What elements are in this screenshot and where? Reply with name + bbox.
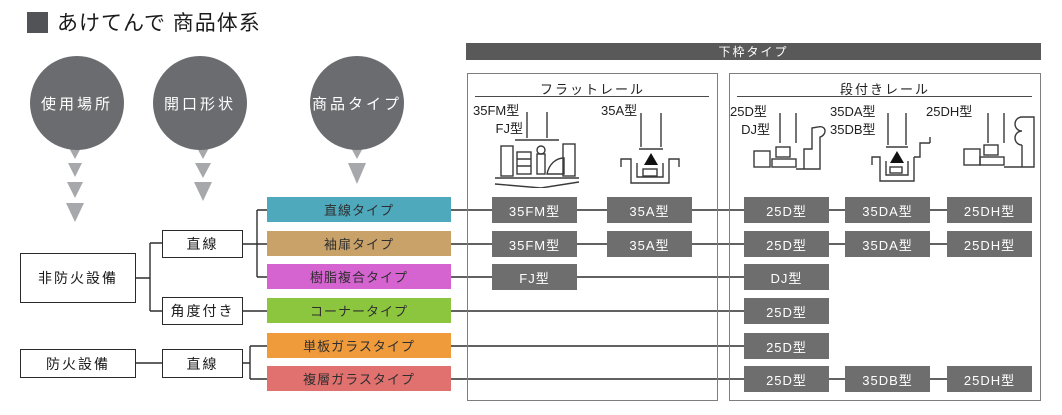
flat-rail-title-rule bbox=[475, 96, 709, 97]
flow-box-angled: 角度付き bbox=[162, 297, 243, 325]
matrix-box: 35A型 bbox=[607, 231, 692, 257]
page-title: あけてんで 商品体系 bbox=[27, 7, 261, 37]
stepped-rail-35da-profile-drawing bbox=[871, 113, 931, 182]
stepped-rail-panel bbox=[729, 73, 1041, 401]
stepped-rail-25dh-profile-drawing bbox=[963, 113, 1035, 168]
matrix-box: 35FM型 bbox=[492, 197, 577, 223]
profile-label-25d: 25D型 bbox=[730, 104, 767, 119]
profile-label-35fm: 35FM型 bbox=[473, 103, 520, 118]
flow-branch-lines bbox=[136, 209, 267, 380]
profile-label-35db: 35DB型 bbox=[830, 122, 876, 137]
circle-usage-location: 使用場所 bbox=[30, 56, 124, 150]
profile-label-fj: FJ型 bbox=[495, 121, 523, 136]
flat-rail-title: フラットレール bbox=[539, 82, 645, 97]
stepped-rail-title: 段付きレール bbox=[839, 82, 930, 97]
matrix-box: FJ型 bbox=[492, 264, 577, 290]
matrix-box: 35DA型 bbox=[845, 197, 930, 223]
stepped-rail-25d-profile-drawing bbox=[753, 113, 826, 170]
product-type-bar-straight: 直線タイプ bbox=[267, 197, 451, 222]
product-type-bar-single-glass: 単板ガラスタイプ bbox=[267, 333, 451, 358]
profile-label-35da: 35DA型 bbox=[830, 104, 876, 119]
matrix-box: 35DA型 bbox=[845, 231, 930, 257]
matrix-box: 25D型 bbox=[744, 333, 829, 359]
flow-box-non-fireproof: 非防火設備 bbox=[20, 253, 136, 303]
circle-product-type: 商品タイプ bbox=[310, 56, 404, 150]
flow-box-straight-bottom: 直線 bbox=[162, 349, 243, 378]
matrix-box: 25D型 bbox=[744, 231, 829, 257]
page-title-text: あけてんで 商品体系 bbox=[57, 12, 261, 35]
flow-box-fireproof: 防火設備 bbox=[20, 349, 136, 378]
matrix-box: 25D型 bbox=[744, 298, 829, 324]
product-type-bar-resin-composite: 樹脂複合タイプ bbox=[267, 264, 451, 289]
product-type-bar-corner: コーナータイプ bbox=[267, 298, 451, 323]
profile-label-25dh: 25DH型 bbox=[926, 104, 973, 119]
square-bullet-icon bbox=[27, 11, 48, 33]
matrix-box: 35DB型 bbox=[845, 366, 930, 392]
flow-box-straight-top: 直線 bbox=[162, 230, 243, 258]
matrix-box: 35FM型 bbox=[492, 231, 577, 257]
stepped-rail-title-rule bbox=[737, 96, 1032, 97]
matrix-box: 25DH型 bbox=[947, 197, 1032, 223]
matrix-box: DJ型 bbox=[744, 264, 829, 290]
profile-label-dj: DJ型 bbox=[741, 122, 770, 137]
flat-rail-35a-profile-drawing bbox=[620, 113, 680, 184]
matrix-box: 25D型 bbox=[744, 197, 829, 223]
matrix-box: 25DH型 bbox=[947, 366, 1032, 392]
profile-label-35a: 35A型 bbox=[601, 103, 638, 118]
bottom-frame-header: 下枠タイプ bbox=[466, 43, 1041, 60]
matrix-box: 35A型 bbox=[607, 197, 692, 223]
flat-rail-panel bbox=[467, 73, 718, 401]
flat-rail-35fm-profile-drawing bbox=[494, 112, 580, 188]
product-type-bar-side-door: 袖扉タイプ bbox=[267, 231, 451, 256]
matrix-box: 25DH型 bbox=[947, 231, 1032, 257]
matrix-box: 25D型 bbox=[744, 366, 829, 392]
product-type-bar-double-glass: 複層ガラスタイプ bbox=[267, 366, 451, 391]
matrix-row-lines bbox=[451, 209, 990, 380]
circle-opening-shape: 開口形状 bbox=[153, 56, 247, 150]
